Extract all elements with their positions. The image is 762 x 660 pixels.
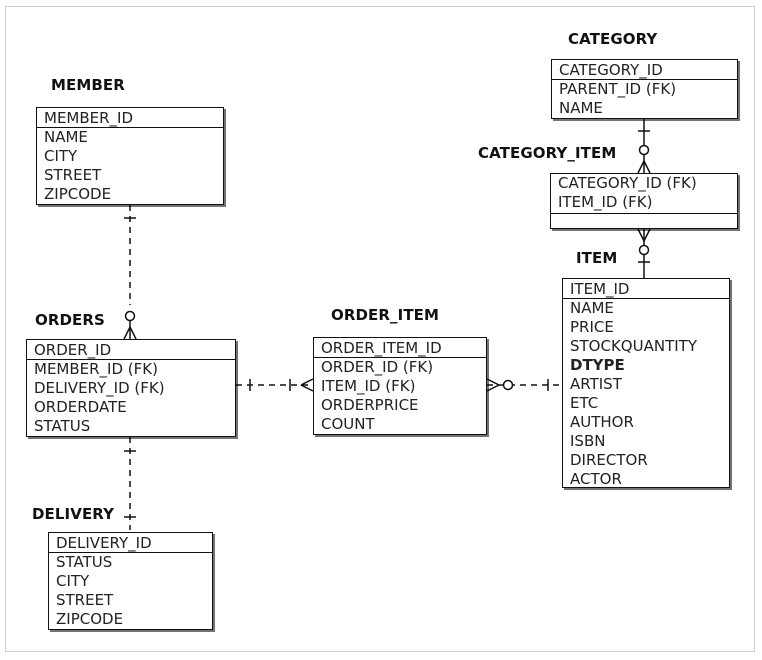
attribute: NAME (559, 99, 603, 117)
attribute: ORDERDATE (34, 398, 127, 416)
attribute: DELIVERY_ID (FK) (34, 379, 165, 397)
entity-title-orders: ORDERS (35, 311, 105, 329)
primary-key: ORDER_ID (27, 340, 235, 360)
primary-key: ORDER_ITEM_ID (314, 338, 486, 358)
attribute: CITY (44, 147, 78, 165)
attribute: ORDERPRICE (321, 396, 419, 414)
rel-category-item-item (637, 228, 651, 278)
entity-title-order-item: ORDER_ITEM (331, 306, 440, 324)
attribute: STREET (44, 166, 102, 184)
entity-category-item: CATEGORY_ID (FK) ITEM_ID (FK) (550, 173, 738, 229)
attribute: AUTHOR (570, 413, 634, 431)
attribute: STATUS (34, 417, 91, 435)
attribute: ZIPCODE (56, 610, 124, 628)
attribute: ACTOR (570, 470, 622, 488)
attribute: PARENT_ID (FK) (559, 80, 677, 98)
attribute: STREET (56, 591, 114, 609)
attribute: NAME (44, 128, 88, 146)
rel-member-orders (123, 205, 137, 340)
entity-member: MEMBER_ID NAME CITY STREET ZIPCODE (36, 107, 224, 205)
attribute: DIRECTOR (570, 451, 648, 469)
primary-key: DELIVERY_ID (49, 533, 212, 553)
attribute: ORDER_ID (FK) (321, 358, 434, 376)
entity-delivery: DELIVERY_ID STATUS CITY STREET ZIPCODE (48, 532, 213, 630)
rel-category-category-item (637, 119, 651, 174)
attribute: ARTIST (570, 375, 622, 393)
primary-key: CATEGORY_ID (FK) (558, 174, 697, 192)
attribute: PRICE (570, 318, 614, 336)
primary-key: CATEGORY_ID (552, 60, 737, 80)
primary-key: ITEM_ID (FK) (558, 193, 653, 211)
primary-key-section: CATEGORY_ID (FK) ITEM_ID (FK) (551, 174, 737, 214)
entity-orders: ORDER_ID MEMBER_ID (FK) DELIVERY_ID (FK)… (26, 339, 236, 437)
attribute-discriminator: DTYPE (570, 356, 625, 374)
entity-title-item: ITEM (576, 249, 618, 267)
entity-order-item: ORDER_ITEM_ID ORDER_ID (FK) ITEM_ID (FK)… (313, 337, 487, 435)
attribute: ITEM_ID (FK) (321, 377, 416, 395)
attribute: MEMBER_ID (FK) (34, 360, 158, 378)
attribute: STOCKQUANTITY (570, 337, 697, 355)
rel-orders-order-item (236, 378, 314, 392)
entity-title-delivery: DELIVERY (32, 505, 115, 523)
entity-category: CATEGORY_ID PARENT_ID (FK) NAME (551, 59, 738, 119)
attribute: ISBN (570, 432, 606, 450)
attribute: NAME (570, 299, 614, 317)
attribute: COUNT (321, 415, 375, 433)
attribute: ETC (570, 394, 599, 412)
attribute: CITY (56, 572, 90, 590)
entity-title-member: MEMBER (51, 76, 125, 94)
rel-orders-delivery (124, 437, 136, 530)
entity-item: ITEM_ID NAME PRICE STOCKQUANTITY DTYPE A… (562, 278, 730, 488)
attribute: STATUS (56, 553, 113, 571)
primary-key: MEMBER_ID (37, 108, 223, 128)
attribute: ZIPCODE (44, 185, 112, 203)
entity-title-category-item: CATEGORY_ITEM (478, 144, 617, 162)
entity-title-category: CATEGORY (568, 30, 658, 48)
primary-key: ITEM_ID (563, 279, 729, 299)
rel-order-item-item (486, 378, 562, 392)
attribute-section (551, 214, 737, 232)
